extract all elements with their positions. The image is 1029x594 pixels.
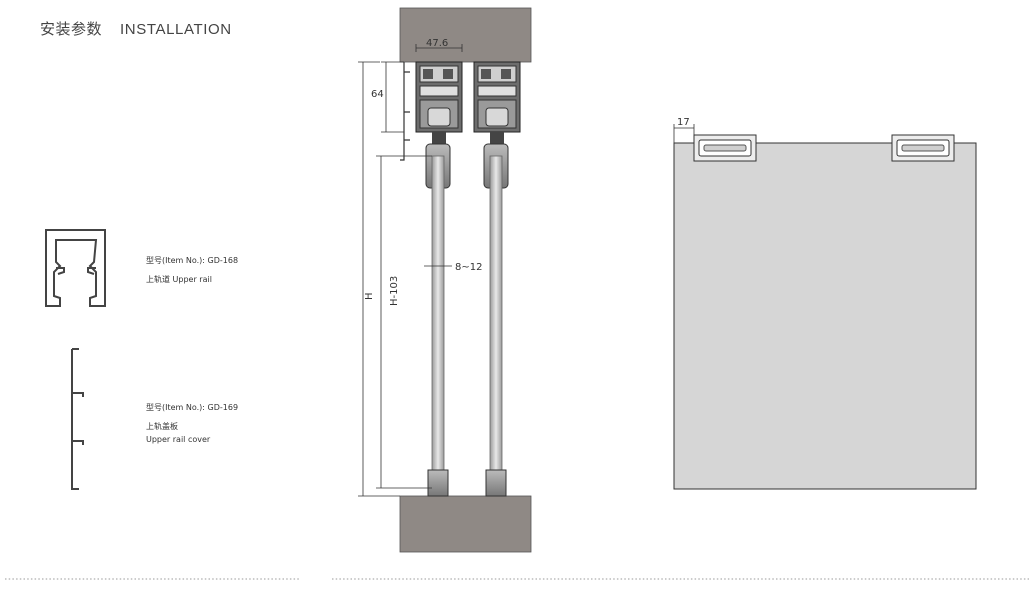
item-gd168-caption: 型号(Item No.): GD-168 上轨道 Upper rail: [146, 254, 238, 286]
dimension-door-label: H-103: [389, 276, 400, 306]
item-gd168-name: 上轨道 Upper rail: [146, 275, 212, 284]
item-gd169-number: 型号(Item No.): GD-169: [146, 403, 239, 412]
front-clamp-left: [693, 134, 757, 162]
title-chinese: 安装参数: [40, 20, 103, 38]
rail-section-left: [415, 61, 463, 144]
item-gd169-name-en: Upper rail cover: [146, 435, 211, 444]
dimension-door: [376, 155, 432, 489]
front-panel: [673, 142, 977, 490]
dimension-offset: [673, 124, 695, 143]
item-gd169-caption: 型号(Item No.): GD-169 上轨盖板 Upper rail cov…: [146, 401, 238, 446]
rail-cover-side: [400, 62, 410, 161]
dimension-height-label: 64: [371, 89, 384, 100]
guide-right: [485, 469, 507, 497]
front-clamp-right: [891, 134, 955, 162]
upper-rail-profile: [45, 229, 106, 307]
dimension-glass-label: 8~12: [455, 262, 482, 273]
dimension-total: [358, 61, 400, 497]
dimension-offset-label: 17: [677, 117, 690, 128]
dimension-total-label: H: [364, 292, 375, 300]
guide-left: [427, 469, 449, 497]
ceiling-block: [399, 7, 532, 63]
item-gd169-name-cn: 上轨盖板: [146, 422, 178, 431]
item-gd168-number: 型号(Item No.): GD-168: [146, 256, 239, 265]
upper-rail-cover-profile: [71, 348, 84, 490]
dimension-height: [381, 61, 404, 133]
rail-section-right: [473, 61, 521, 144]
floor-block: [399, 495, 532, 553]
page-title: 安装参数 INSTALLATION: [40, 18, 232, 39]
glass-panel-left: [431, 155, 445, 479]
title-english: INSTALLATION: [120, 21, 232, 38]
dimension-width: [415, 44, 463, 52]
glass-panel-right: [489, 155, 503, 479]
dimension-width-label: 47.6: [426, 38, 448, 49]
